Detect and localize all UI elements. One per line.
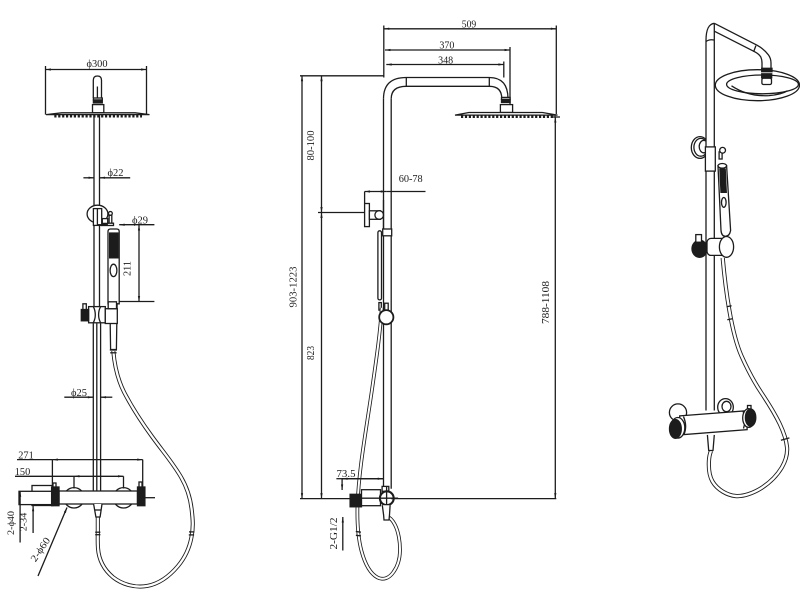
svg-text:73.5: 73.5 bbox=[337, 468, 356, 480]
svg-text:348: 348 bbox=[438, 55, 453, 67]
svg-text:150: 150 bbox=[15, 466, 31, 478]
svg-text:ϕ25: ϕ25 bbox=[71, 387, 87, 399]
svg-text:80-100: 80-100 bbox=[305, 130, 317, 160]
svg-text:271: 271 bbox=[18, 450, 34, 462]
svg-text:2-34: 2-34 bbox=[19, 512, 29, 531]
svg-text:ϕ300: ϕ300 bbox=[87, 58, 108, 70]
svg-text:823: 823 bbox=[305, 346, 317, 360]
svg-text:509: 509 bbox=[462, 18, 477, 30]
svg-text:ϕ29: ϕ29 bbox=[132, 215, 148, 227]
svg-text:2-G1/2: 2-G1/2 bbox=[328, 518, 340, 550]
svg-text:2-ϕ40: 2-ϕ40 bbox=[7, 511, 17, 535]
svg-text:370: 370 bbox=[439, 40, 454, 52]
svg-text:60-78: 60-78 bbox=[399, 173, 423, 185]
svg-text:ϕ22: ϕ22 bbox=[108, 167, 124, 179]
svg-text:788-1108: 788-1108 bbox=[540, 280, 552, 324]
svg-text:211: 211 bbox=[122, 261, 134, 276]
svg-text:903-1223: 903-1223 bbox=[288, 266, 300, 307]
